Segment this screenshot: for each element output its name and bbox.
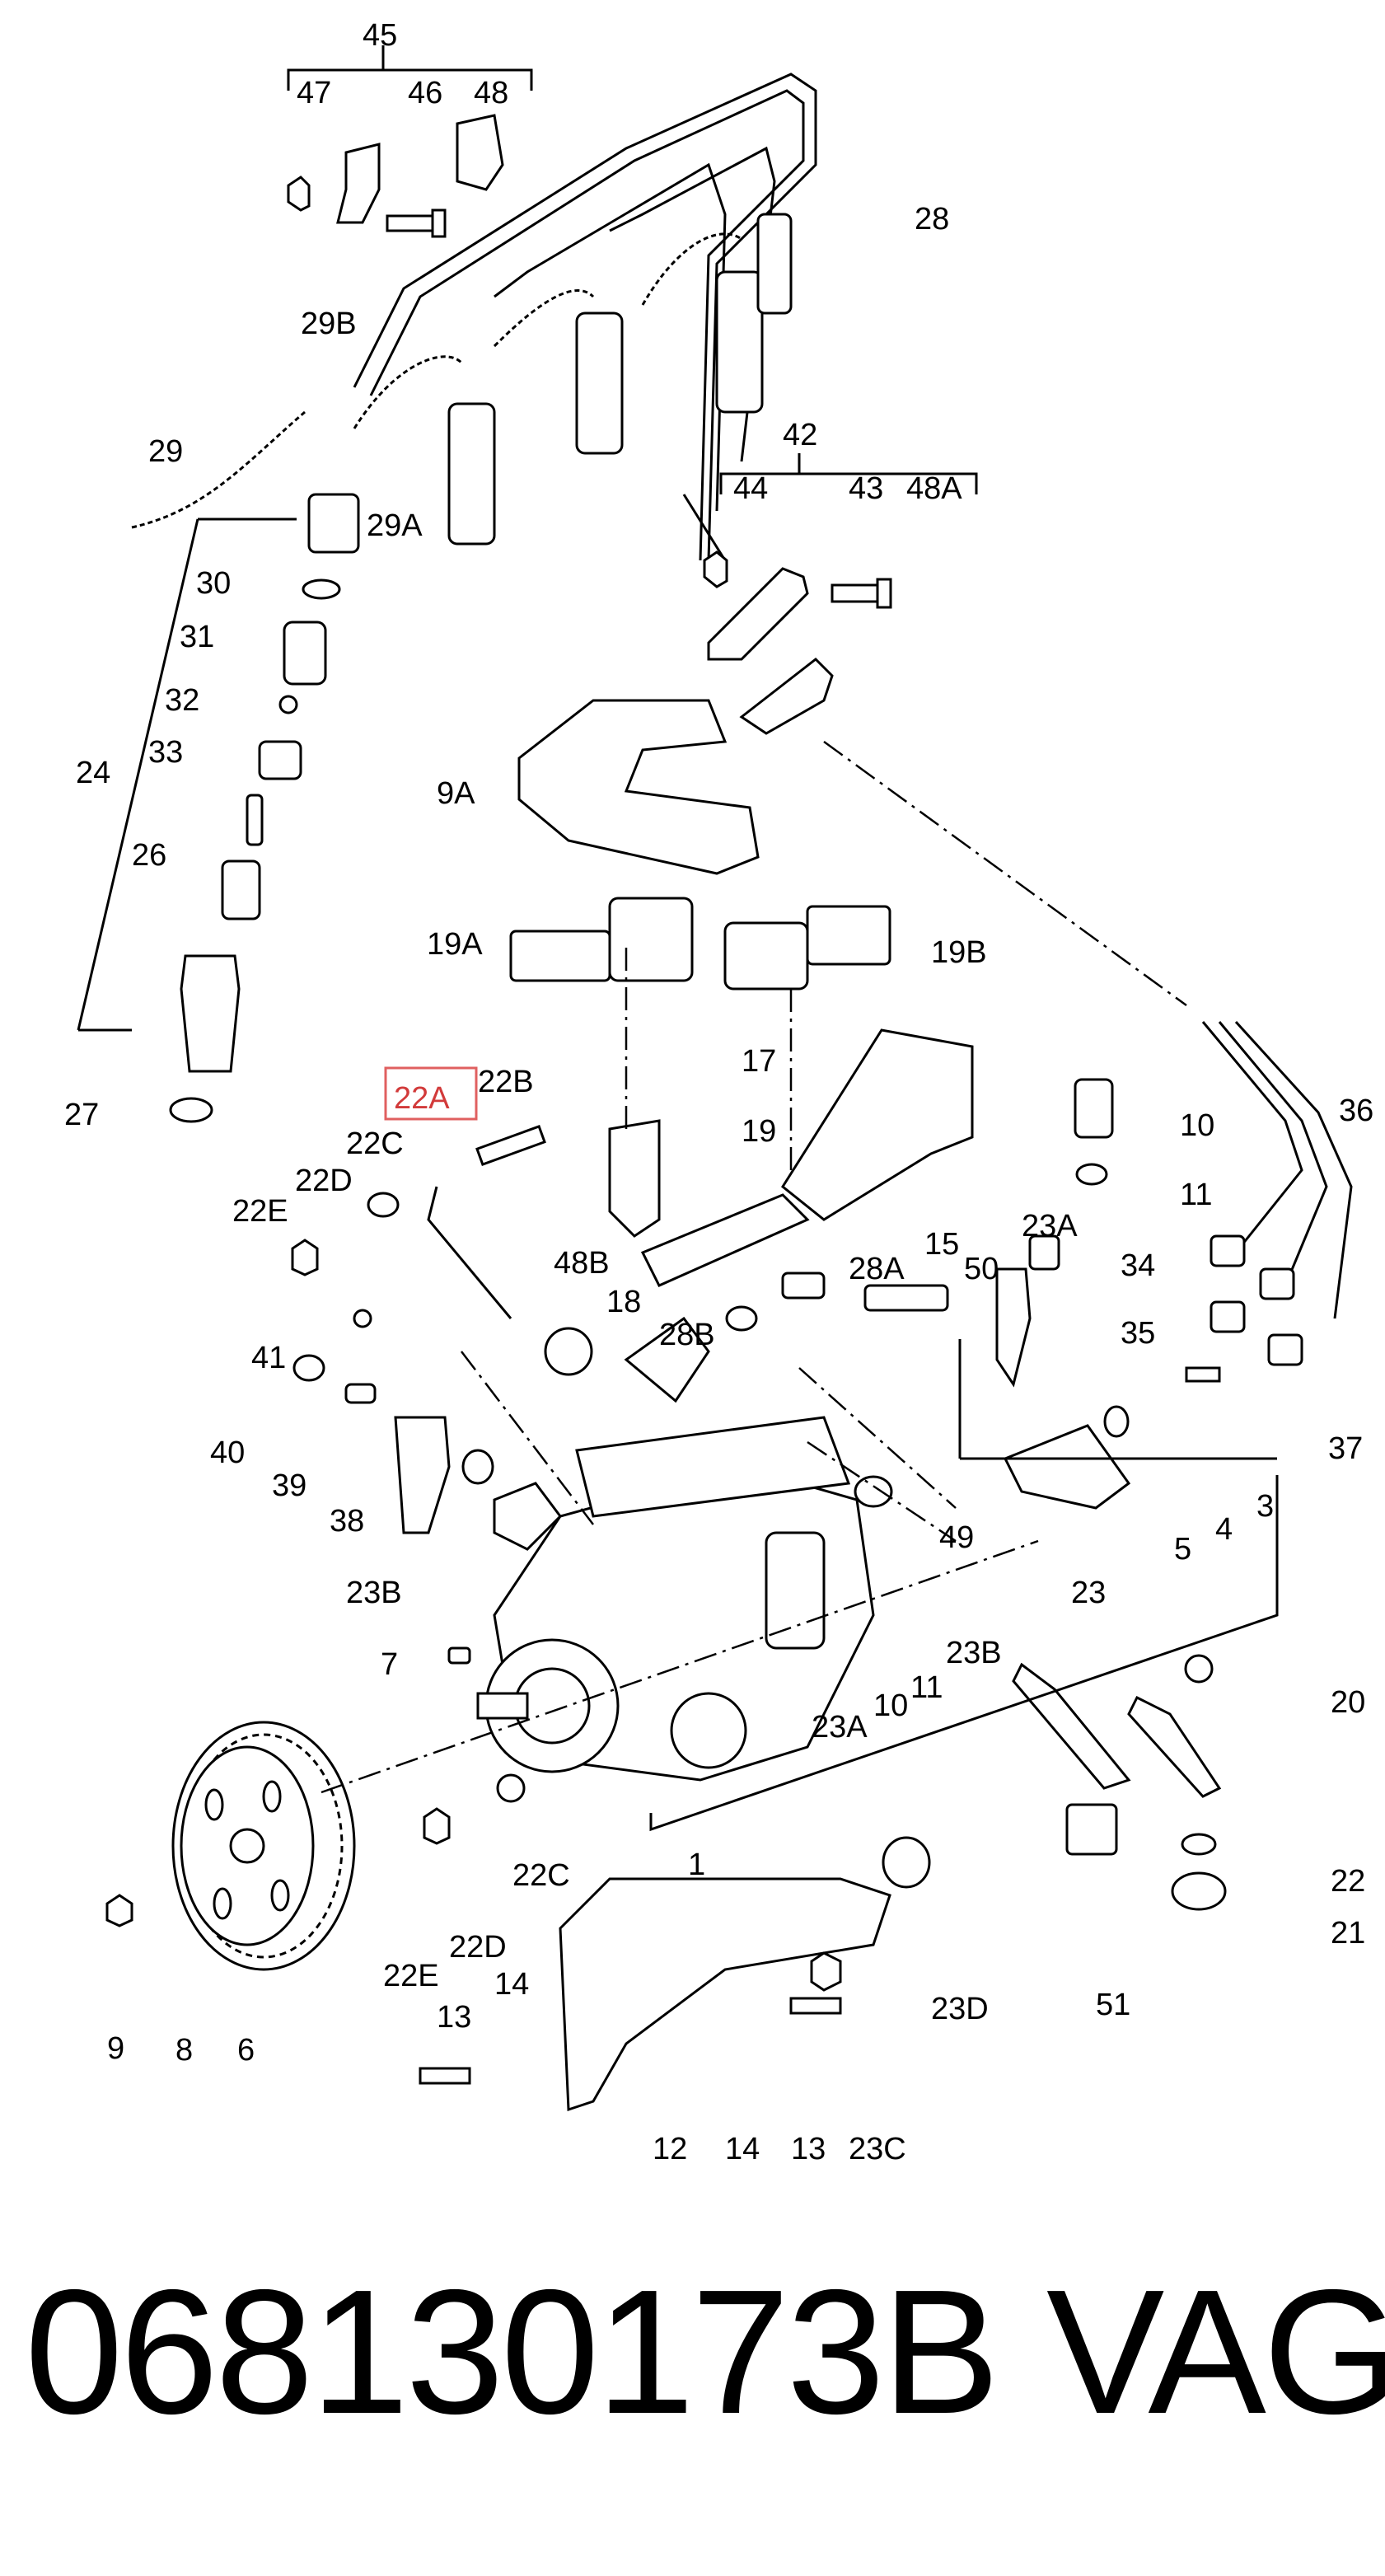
- label-30: 30: [196, 566, 231, 601]
- label-14: 14: [725, 2132, 760, 2166]
- label-46: 46: [408, 76, 442, 110]
- label-28: 28: [915, 202, 949, 237]
- injection-pump-body: [476, 1316, 875, 1782]
- label-44: 44: [733, 471, 768, 506]
- label-22e-lower: 22E: [383, 1959, 439, 1993]
- lever-22a: [427, 1186, 512, 1319]
- injectors: [447, 213, 793, 546]
- label-43: 43: [849, 471, 883, 506]
- label-10-pump: 10: [873, 1688, 908, 1723]
- label-9: 9: [107, 2031, 124, 2066]
- label-35: 35: [1121, 1316, 1155, 1351]
- label-23b: 23B: [346, 1576, 402, 1610]
- label-45: 45: [363, 18, 397, 53]
- label-21: 21: [1331, 1916, 1365, 1951]
- brand-name: VAG: [1046, 2252, 1385, 2451]
- label-41: 41: [251, 1341, 286, 1375]
- label-24: 24: [76, 756, 110, 790]
- label-22b: 22B: [478, 1065, 534, 1099]
- leak-off-hoses: [131, 232, 742, 529]
- label-31: 31: [180, 620, 214, 654]
- label-29: 29: [148, 434, 183, 469]
- label-23a-pump: 23A: [812, 1710, 868, 1745]
- part-footer: 068130173B VAG: [25, 2250, 1385, 2464]
- label-48b: 48B: [554, 1246, 610, 1281]
- label-27: 27: [64, 1098, 99, 1132]
- label-4: 4: [1215, 1512, 1233, 1547]
- callout-labels: 45 47 46 48 28 29B 29 29A 42 44 43 48A 3…: [64, 18, 1373, 2166]
- label-1: 1: [688, 1848, 705, 1882]
- label-28a: 28A: [849, 1252, 905, 1286]
- label-28b: 28B: [659, 1318, 715, 1352]
- label-22c-lower: 22C: [512, 1858, 570, 1893]
- label-49: 49: [939, 1520, 974, 1555]
- label-22e: 22E: [232, 1194, 288, 1229]
- stop-valves: [509, 897, 891, 991]
- label-36: 36: [1339, 1094, 1373, 1128]
- label-42: 42: [783, 418, 817, 452]
- label-11-pump: 11: [910, 1670, 943, 1705]
- label-29a: 29A: [367, 508, 423, 543]
- sprocket-6: [171, 1721, 356, 1971]
- label-15: 15: [924, 1227, 959, 1262]
- bracket-12: [559, 1877, 891, 2112]
- label-17: 17: [742, 1044, 776, 1079]
- label-19b: 19B: [931, 935, 987, 970]
- label-13-left: 13: [437, 2000, 471, 2035]
- label-23d: 23D: [931, 1992, 989, 2026]
- label-48a: 48A: [906, 471, 962, 506]
- label-23: 23: [1071, 1576, 1106, 1610]
- label-22c: 22C: [346, 1126, 404, 1161]
- label-23c: 23C: [849, 2132, 906, 2166]
- small-parts-right: [725, 1078, 1227, 2015]
- part-number: 068130173B: [25, 2252, 1000, 2451]
- bracket-15: [608, 1028, 974, 1287]
- label-23a: 23A: [1022, 1209, 1078, 1244]
- label-20: 20: [1331, 1685, 1365, 1720]
- label-38: 38: [330, 1504, 364, 1539]
- label-37: 37: [1328, 1431, 1363, 1466]
- label-22d-lower: 22D: [449, 1930, 507, 1965]
- label-3: 3: [1256, 1489, 1274, 1524]
- small-parts-left: [105, 1124, 593, 2085]
- label-7: 7: [381, 1647, 398, 1682]
- injector-pipes: [353, 73, 817, 561]
- label-32: 32: [165, 683, 199, 718]
- label-33: 33: [148, 735, 183, 770]
- bracket-45-group: [287, 45, 533, 238]
- label-40: 40: [210, 1436, 245, 1470]
- label-12: 12: [653, 2132, 687, 2166]
- label-14-left: 14: [494, 1967, 529, 2002]
- label-34: 34: [1121, 1248, 1155, 1283]
- label-18: 18: [606, 1285, 641, 1319]
- label-5: 5: [1174, 1532, 1191, 1567]
- exploded-parts-diagram: 45 47 46 48 28 29B 29 29A 42 44 43 48A 3…: [64, 18, 1373, 2166]
- label-23b-pump: 23B: [946, 1636, 1002, 1670]
- label-48: 48: [474, 76, 508, 110]
- label-19a: 19A: [427, 927, 483, 962]
- cover-9a: [517, 699, 760, 875]
- label-51: 51: [1096, 1988, 1130, 2022]
- label-47: 47: [297, 76, 331, 110]
- label-8: 8: [175, 2033, 193, 2068]
- injector-parts-column: [77, 493, 360, 1123]
- label-19: 19: [742, 1114, 776, 1149]
- delivery-pipes-right: [1201, 1020, 1353, 1366]
- highlight-box-22a: [384, 1066, 478, 1121]
- label-50: 50: [964, 1252, 999, 1286]
- leader-lines: [321, 740, 1279, 1832]
- label-10: 10: [1180, 1108, 1214, 1143]
- label-29b: 29B: [301, 307, 357, 341]
- label-11: 11: [1180, 1178, 1212, 1212]
- label-13: 13: [791, 2132, 826, 2166]
- label-6: 6: [237, 2033, 255, 2068]
- label-22d: 22D: [295, 1164, 353, 1198]
- bracket-42-group: [703, 453, 978, 735]
- label-26: 26: [132, 838, 166, 873]
- label-39: 39: [272, 1468, 306, 1503]
- label-22: 22: [1331, 1864, 1365, 1899]
- label-22a-highlighted: 22A: [394, 1081, 450, 1116]
- label-9a: 9A: [437, 776, 475, 811]
